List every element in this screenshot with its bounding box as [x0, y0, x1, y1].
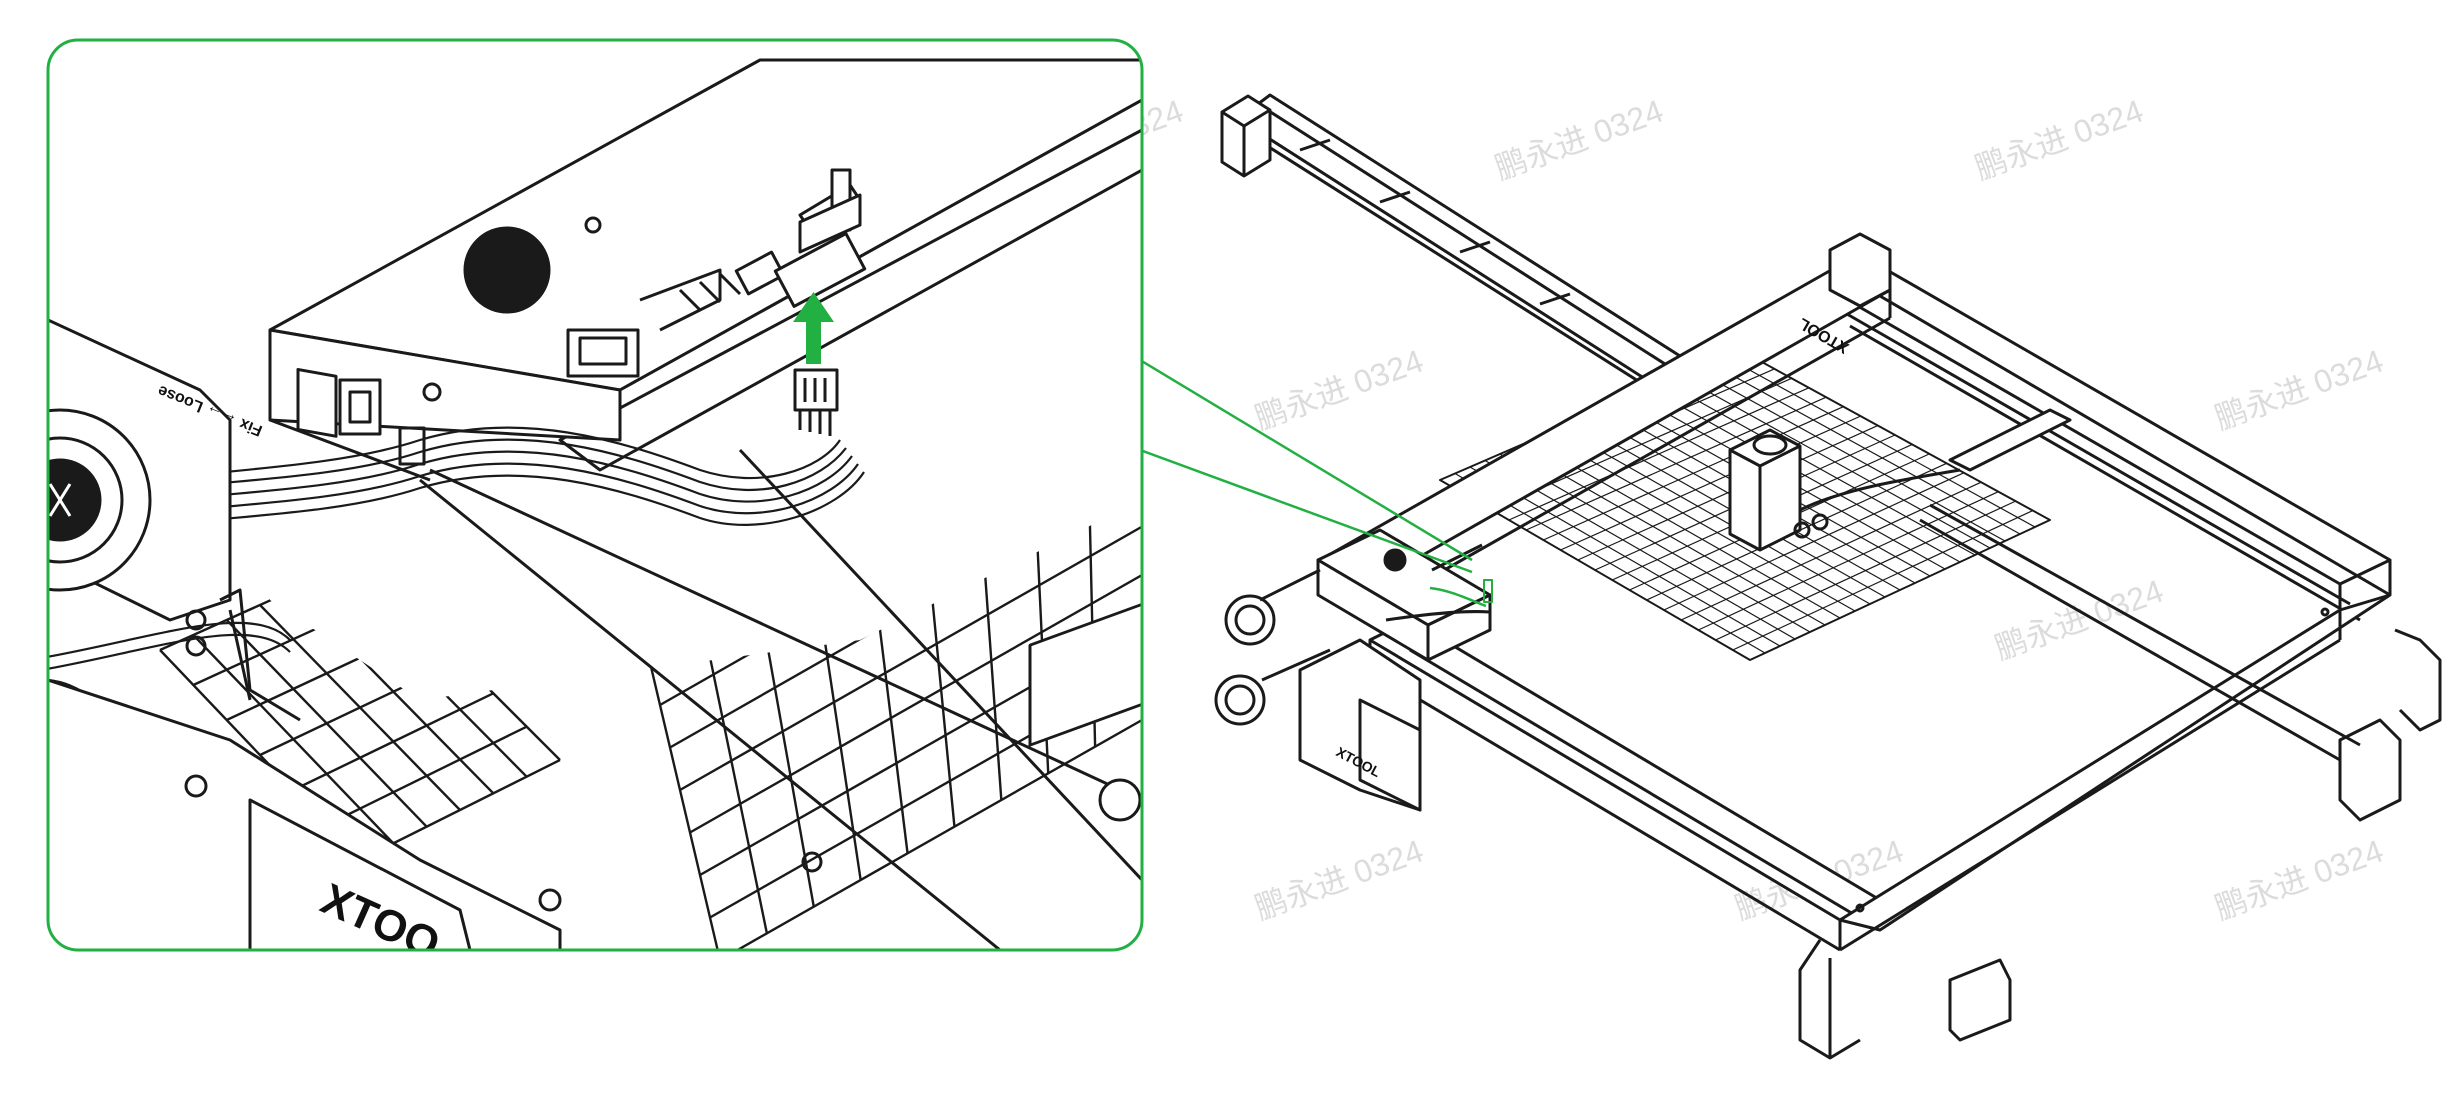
control-box: [1316, 528, 1493, 662]
rear-right-rail: [1919, 503, 2361, 762]
rear-rail: [1220, 93, 1704, 407]
watermark: 鹏永进 0324: [1250, 343, 1428, 437]
watermark: 鹏永进 0324: [1250, 833, 1428, 927]
grid-line: [689, 573, 1142, 834]
cross-bar: [1948, 408, 2072, 472]
front-rail: [1838, 593, 2392, 952]
lower-housing: XTOOL: [1298, 638, 1422, 812]
grid-line: [1560, 415, 1861, 551]
right-foot: [2338, 628, 2442, 822]
laser-head: [1728, 428, 1961, 552]
inset-lower-housing: XTOO: [48, 609, 562, 950]
grid-line: [719, 718, 1142, 950]
grid-line: [679, 525, 1142, 792]
inset-connector-plug: [793, 368, 839, 436]
detail-inset: Fix ←→ Loose XTOO: [48, 40, 1142, 950]
grid-line: [326, 725, 528, 827]
inset-bracket: [219, 588, 1142, 912]
front-foot: [1798, 939, 2012, 1060]
gantry-beam: XTOOL: [1318, 232, 1892, 614]
grid-line: [1577, 425, 1879, 561]
laser-machine-frame: XTOOL: [1214, 93, 2442, 1060]
watermark: 鹏永进 0324: [2210, 343, 2388, 437]
inset-control-box: [268, 168, 867, 466]
grid-line: [1525, 396, 1827, 531]
zoom-callout-lines: [1139, 358, 1473, 574]
grid-line: [1663, 472, 1965, 611]
rotary-wheels: [1214, 568, 1331, 726]
watermark: 鹏永进 0324: [2210, 833, 2388, 927]
watermark: 鹏永进 0324: [1490, 93, 1668, 187]
detail-inset-frame: [46, 38, 1144, 952]
grid-line: [1543, 406, 1844, 541]
watermark: 鹏永进 0324: [1970, 93, 2148, 187]
right-rail: [1828, 264, 2392, 622]
grid-line: [1508, 387, 1810, 521]
insert-direction-arrow: [793, 292, 834, 364]
grid-line: [292, 692, 494, 792]
